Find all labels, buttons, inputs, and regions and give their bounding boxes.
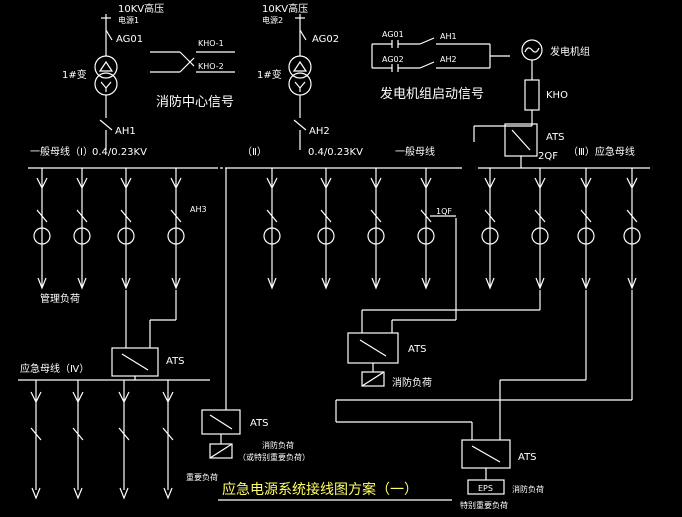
bus2-label: （Ⅱ） <box>242 146 267 158</box>
lower-ats-block: ATS 消防负荷 （或特别重要负荷） <box>201 396 310 462</box>
tx2-label: 1#变 <box>257 68 282 81</box>
eps-label: EPS <box>478 484 493 493</box>
bus-bars: 一般母线（Ⅰ） （Ⅱ） 一般母线 （Ⅲ）应急母线 应急母线（Ⅳ） <box>18 145 650 381</box>
gen-sig-ag01: AG01 <box>382 30 404 39</box>
ag02-label: AG02 <box>312 34 339 45</box>
interlock-caption: 消防中心信号 <box>156 94 234 110</box>
gen-sig-ag02: AG02 <box>382 55 404 64</box>
fire-load2-label: 消防负荷 <box>262 440 294 450</box>
interlock-block: KHO-1 KHO-2 消防中心信号 <box>150 39 235 110</box>
generator-block: 发电机组 KHO ATS 2QF <box>473 39 590 168</box>
qf2-label: 2QF <box>538 151 558 162</box>
fire-ats-label: ATS <box>408 344 427 355</box>
generator-signal-block: AG01 AH1 AG02 AH2 发电机组启动信号 <box>371 30 510 102</box>
incoming-2-sub: 电源2 <box>262 15 283 25</box>
incoming-2-label: 10KV高压 <box>262 2 308 15</box>
bus2-tag: 一般母线 <box>395 145 435 158</box>
fire-load2-sub: （或特别重要负荷） <box>238 452 310 462</box>
gen-ats-label: ATS <box>546 132 565 143</box>
incoming-1-label: 10KV高压 <box>118 2 164 15</box>
diagram-title: 应急电源系统接线图方案（一） <box>222 481 418 498</box>
ah1-label: AH1 <box>115 126 136 137</box>
kho-label: KHO <box>546 90 568 101</box>
feeders-bus4: 重要负荷 <box>30 380 218 500</box>
fire-ats-block: ATS 消防负荷 <box>347 332 432 389</box>
eps-block: ATS EPS 消防负荷 特别重要负荷 <box>460 439 544 510</box>
incoming-2: 10KV高压 电源2 AG02 1#变 AH2 0.4/0.23KV <box>257 2 363 158</box>
generator-label: 发电机组 <box>550 45 590 58</box>
qf1-label: 1QF <box>436 207 452 216</box>
feeders-bus2: 1QF <box>225 168 457 396</box>
tx1-label: 1#变 <box>62 68 87 81</box>
bus3-label: （Ⅲ）应急母线 <box>568 145 635 158</box>
mgmt-load-label: 管理负荷 <box>40 292 80 305</box>
voltage-1: 0.4/0.23KV <box>92 147 147 158</box>
gen-sig-ah2: AH2 <box>440 55 457 64</box>
bus1-label: 一般母线（Ⅰ） <box>30 145 93 158</box>
ah3-label: AH3 <box>190 205 207 214</box>
kho1-label: KHO-1 <box>198 39 224 48</box>
bus4-label: 应急母线（Ⅳ） <box>20 362 89 375</box>
incoming-1-sub: 电源1 <box>118 15 139 25</box>
ag01-label: AG01 <box>116 34 143 45</box>
feeders-bus1: AH3 管理负荷 <box>33 168 207 348</box>
gen-sig-caption: 发电机组启动信号 <box>380 86 484 102</box>
gen-sig-ah1: AH1 <box>440 32 457 41</box>
incoming-1: 10KV高压 电源1 AG01 1#变 AH1 0.4/0.23KV <box>62 2 164 158</box>
lower-ats-label: ATS <box>250 418 269 429</box>
kho2-label: KHO-2 <box>198 62 224 71</box>
bus4-ats-label: ATS <box>166 356 185 367</box>
ah2-label: AH2 <box>309 126 330 137</box>
important-load-label: 重要负荷 <box>186 472 218 482</box>
special-load-label: 特别重要负荷 <box>460 500 508 510</box>
fire-load-label: 消防负荷 <box>392 376 432 389</box>
feeders-bus3 <box>335 168 641 440</box>
bus4-ats-block: ATS <box>111 347 185 380</box>
voltage-2: 0.4/0.23KV <box>308 147 363 158</box>
eps-fire-label: 消防负荷 <box>512 484 544 494</box>
eps-ats-label: ATS <box>518 452 537 463</box>
